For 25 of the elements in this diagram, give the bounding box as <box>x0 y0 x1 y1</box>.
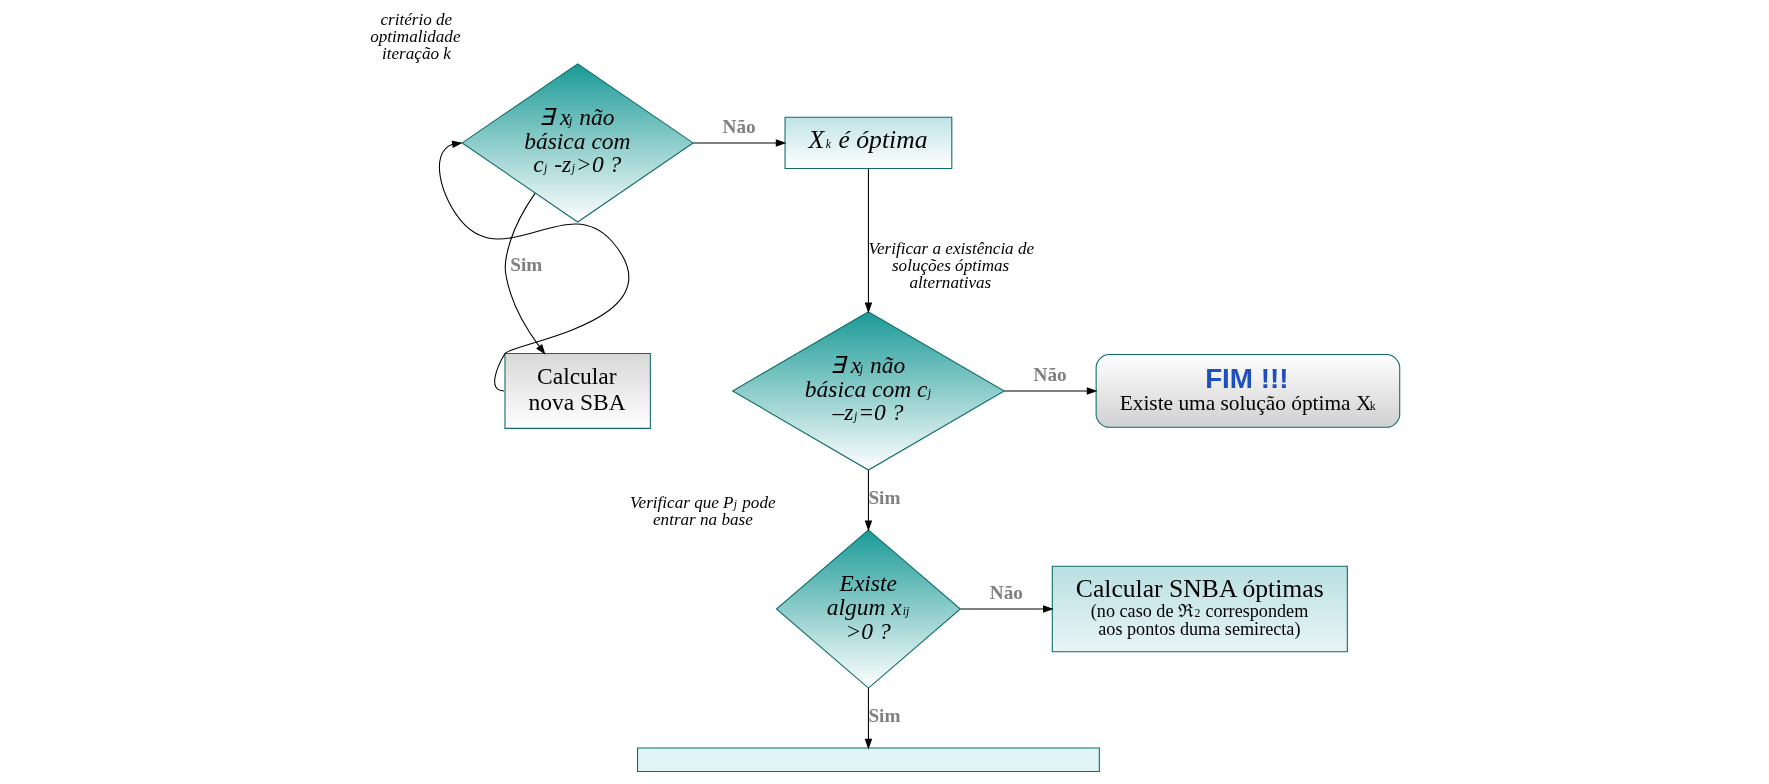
arrow <box>864 687 872 750</box>
node-label: iteração k <box>381 44 451 64</box>
node-box: Calcular SNBA óptimas (no caso de ℜ2 correspondem aos pontos duma semirecta) <box>1051 565 1348 653</box>
node-box: Calcular nova SBA <box>503 353 651 429</box>
edge-label: Sim <box>867 486 901 508</box>
arrow <box>692 139 786 147</box>
arrow <box>864 469 872 532</box>
node-diamond: ∃ xj não básica com cj –zj=0 ? <box>731 311 1005 471</box>
arrow <box>504 192 546 355</box>
edge-label: Sim <box>867 704 901 726</box>
node-box <box>636 747 1100 773</box>
edge-label: Sim <box>509 253 542 275</box>
node-diamond: ∃ xj não básica com cj -zj>0 ? <box>460 63 694 223</box>
arrow <box>959 605 1054 613</box>
node-diamond: Existe algum xij >0 ? <box>775 529 961 689</box>
edge-label: Não <box>1033 363 1067 385</box>
node-box: FIM !!! Existe uma solução óptima Xk <box>1095 354 1400 428</box>
node-label: Verificar que Pj pode entrar na base <box>629 493 776 530</box>
edge-label: Verificar a existência de soluções óptimas alternativas <box>867 238 1034 293</box>
node-box: Xk é óptima <box>784 116 952 170</box>
arrow <box>1003 387 1097 395</box>
arrow <box>864 168 872 314</box>
edge-label: Não <box>989 581 1023 603</box>
edge-label: Não <box>722 115 756 137</box>
arrow <box>438 140 629 392</box>
